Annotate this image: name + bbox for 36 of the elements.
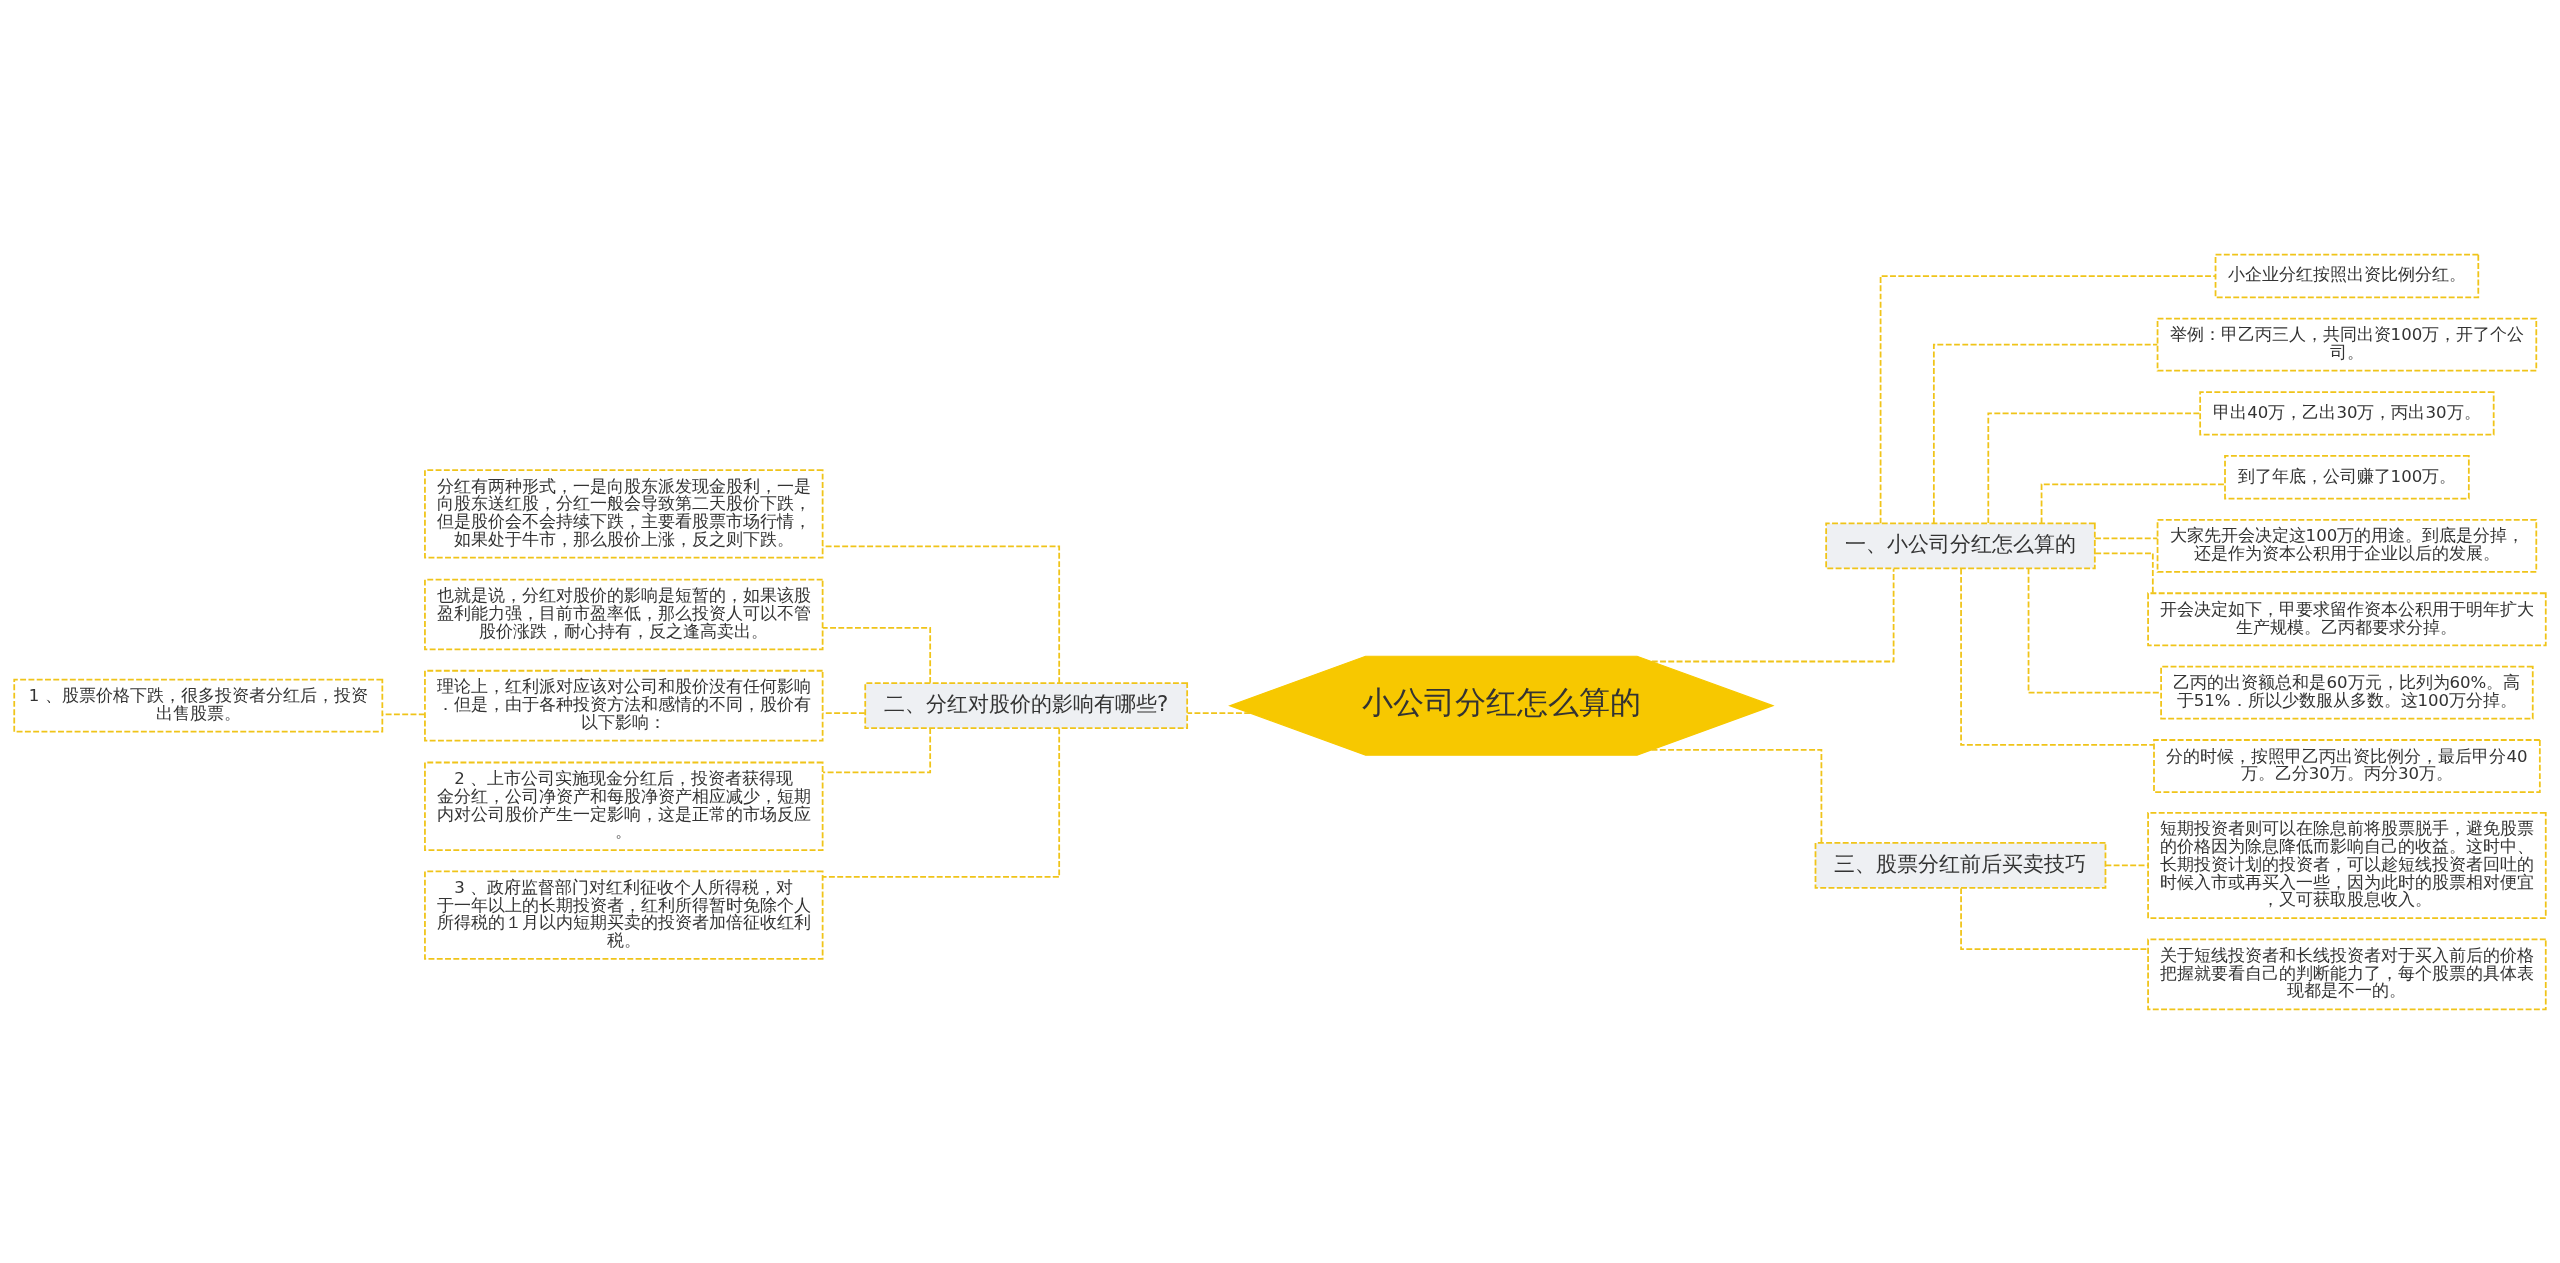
- connector: [2040, 482, 2226, 524]
- node-box: 3 、政府监督部门对红利征收个人所得税，对于一年以上的长期投资者，红利所得暂时免除个人所得税的１月以内短期买卖的投资者加倍征收红利税。: [424, 870, 824, 960]
- node-box: 三、股票分红前后买卖技巧: [1814, 841, 2107, 889]
- node-box: 甲出40万，乙出30万，丙出30万。: [2199, 390, 2495, 436]
- node-box: 乙丙的出资额总和是60万元，比列为60%。高于51%．所以少数服从多数。这100万分掉。: [2160, 665, 2534, 720]
- node-box: 也就是说，分红对股价的影响是短暂的，如果该股盈利能力强，目前市盈率低，那么投资人可以不管股价涨跌，耐心持有，反之逢高卖出。: [424, 578, 824, 650]
- connector: [2027, 567, 2162, 694]
- connector: [1932, 343, 2159, 524]
- node-box: 理论上，红利派对应该对公司和股价没有任何影响．但是，由于各种投资方法和感情的不同，股价有以下影响：: [424, 669, 824, 741]
- node-box: 到了年底，公司赚了100万。: [2224, 454, 2470, 499]
- node-box: 2 、上市公司实施现金分红后，投资者获得现金分红，公司净资产和每股净资产相应减少，短期内对公司股价产生一定影响，这是正常的市场反应。: [424, 761, 824, 851]
- connector: [2094, 537, 2159, 539]
- connector: [1879, 274, 2217, 524]
- node-box: 开会决定如下，甲要求留作资本公积用于明年扩大生产规模。乙丙都要求分掉。: [2147, 591, 2547, 646]
- connector: [1650, 567, 1895, 662]
- node-box: 关于短线投资者和长线投资者对于买入前后的价格把握就要看自己的判断能力了，每个股票的具体表现都是不一的。: [2147, 938, 2547, 1010]
- connector: [1987, 411, 2201, 524]
- node-box: 小企业分红按照出资比例分红。: [2214, 253, 2480, 298]
- connector: [2104, 864, 2149, 866]
- node-box: 大家先开会决定这100万的用途。到底是分掉，还是作为资本公积用于企业以后的发展。: [2156, 518, 2538, 573]
- node-box: 分红有两种形式，一是向股东派发现金股利，一是向股东送红股，分红一般会导致第二天股价下跌，但是股价会不会持续下跌，主要看股票市场行情，如果处于牛市，那么股价上涨，反之则下跌。: [424, 468, 824, 559]
- connector: [1186, 711, 1252, 714]
- node-box: 分的时候，按照甲乙丙出资比例分，最后甲分40万。乙分30万。丙分30万。: [2153, 738, 2541, 793]
- connector: [1960, 567, 2155, 746]
- node-box: 短期投资者则可以在除息前将股票脱手，避免股票的价格因为除息降低而影响自己的收益。这时中、长期投资计划的投资者，可以趁短线投资者回吐的时候入市或再买入一些，因为此时的股票相对便宜，又可获取股息收入。: [2147, 811, 2547, 919]
- connector: [821, 544, 1061, 684]
- connector: [822, 626, 932, 684]
- connector: [1960, 886, 2149, 950]
- node-box: 一、小公司分红怎么算的: [1825, 522, 2096, 569]
- node-box: 1 、股票价格下跌，很多投资者分红后，投资出售股票。: [13, 678, 384, 733]
- connector: [821, 727, 1061, 878]
- connector: [1650, 748, 1823, 844]
- connector: [822, 726, 932, 773]
- node-box: 二、分红对股价的影响有哪些?: [864, 681, 1189, 729]
- node-box: 举例：甲乙丙三人，共同出资100万，开了个公司。: [2156, 317, 2538, 372]
- connector: [2094, 552, 2154, 594]
